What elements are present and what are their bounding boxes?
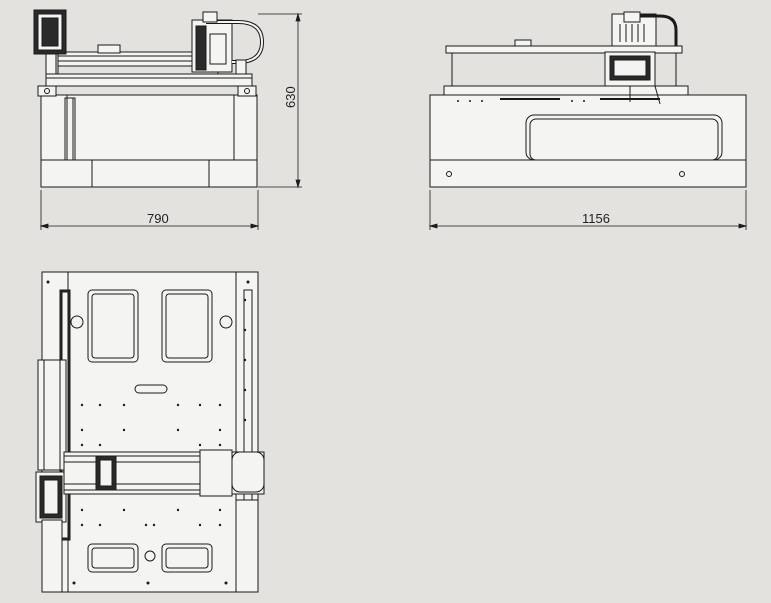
front-top-plate [45,73,253,87]
side-base [429,159,747,188]
top-window-upper-right [161,289,213,363]
top-carriage [199,449,233,497]
top-view [35,271,265,593]
side-gantry-beam [445,45,683,54]
side-width-label: 1156 [582,211,610,226]
top-window-lower-right [161,543,213,573]
top-screw-holes [46,100,585,585]
front-width-label: 790 [147,211,169,226]
side-top-plate [443,85,689,96]
front-dimensions [39,12,302,230]
front-height-label: 630 [283,86,298,108]
top-drive-tube [37,359,67,471]
side-cable-chain [640,14,678,46]
front-base [40,159,258,188]
top-window-upper-left [87,289,139,363]
side-view [429,11,747,188]
side-dimensions [428,190,748,230]
front-view [33,9,265,188]
top-window-lower-left [87,543,139,573]
